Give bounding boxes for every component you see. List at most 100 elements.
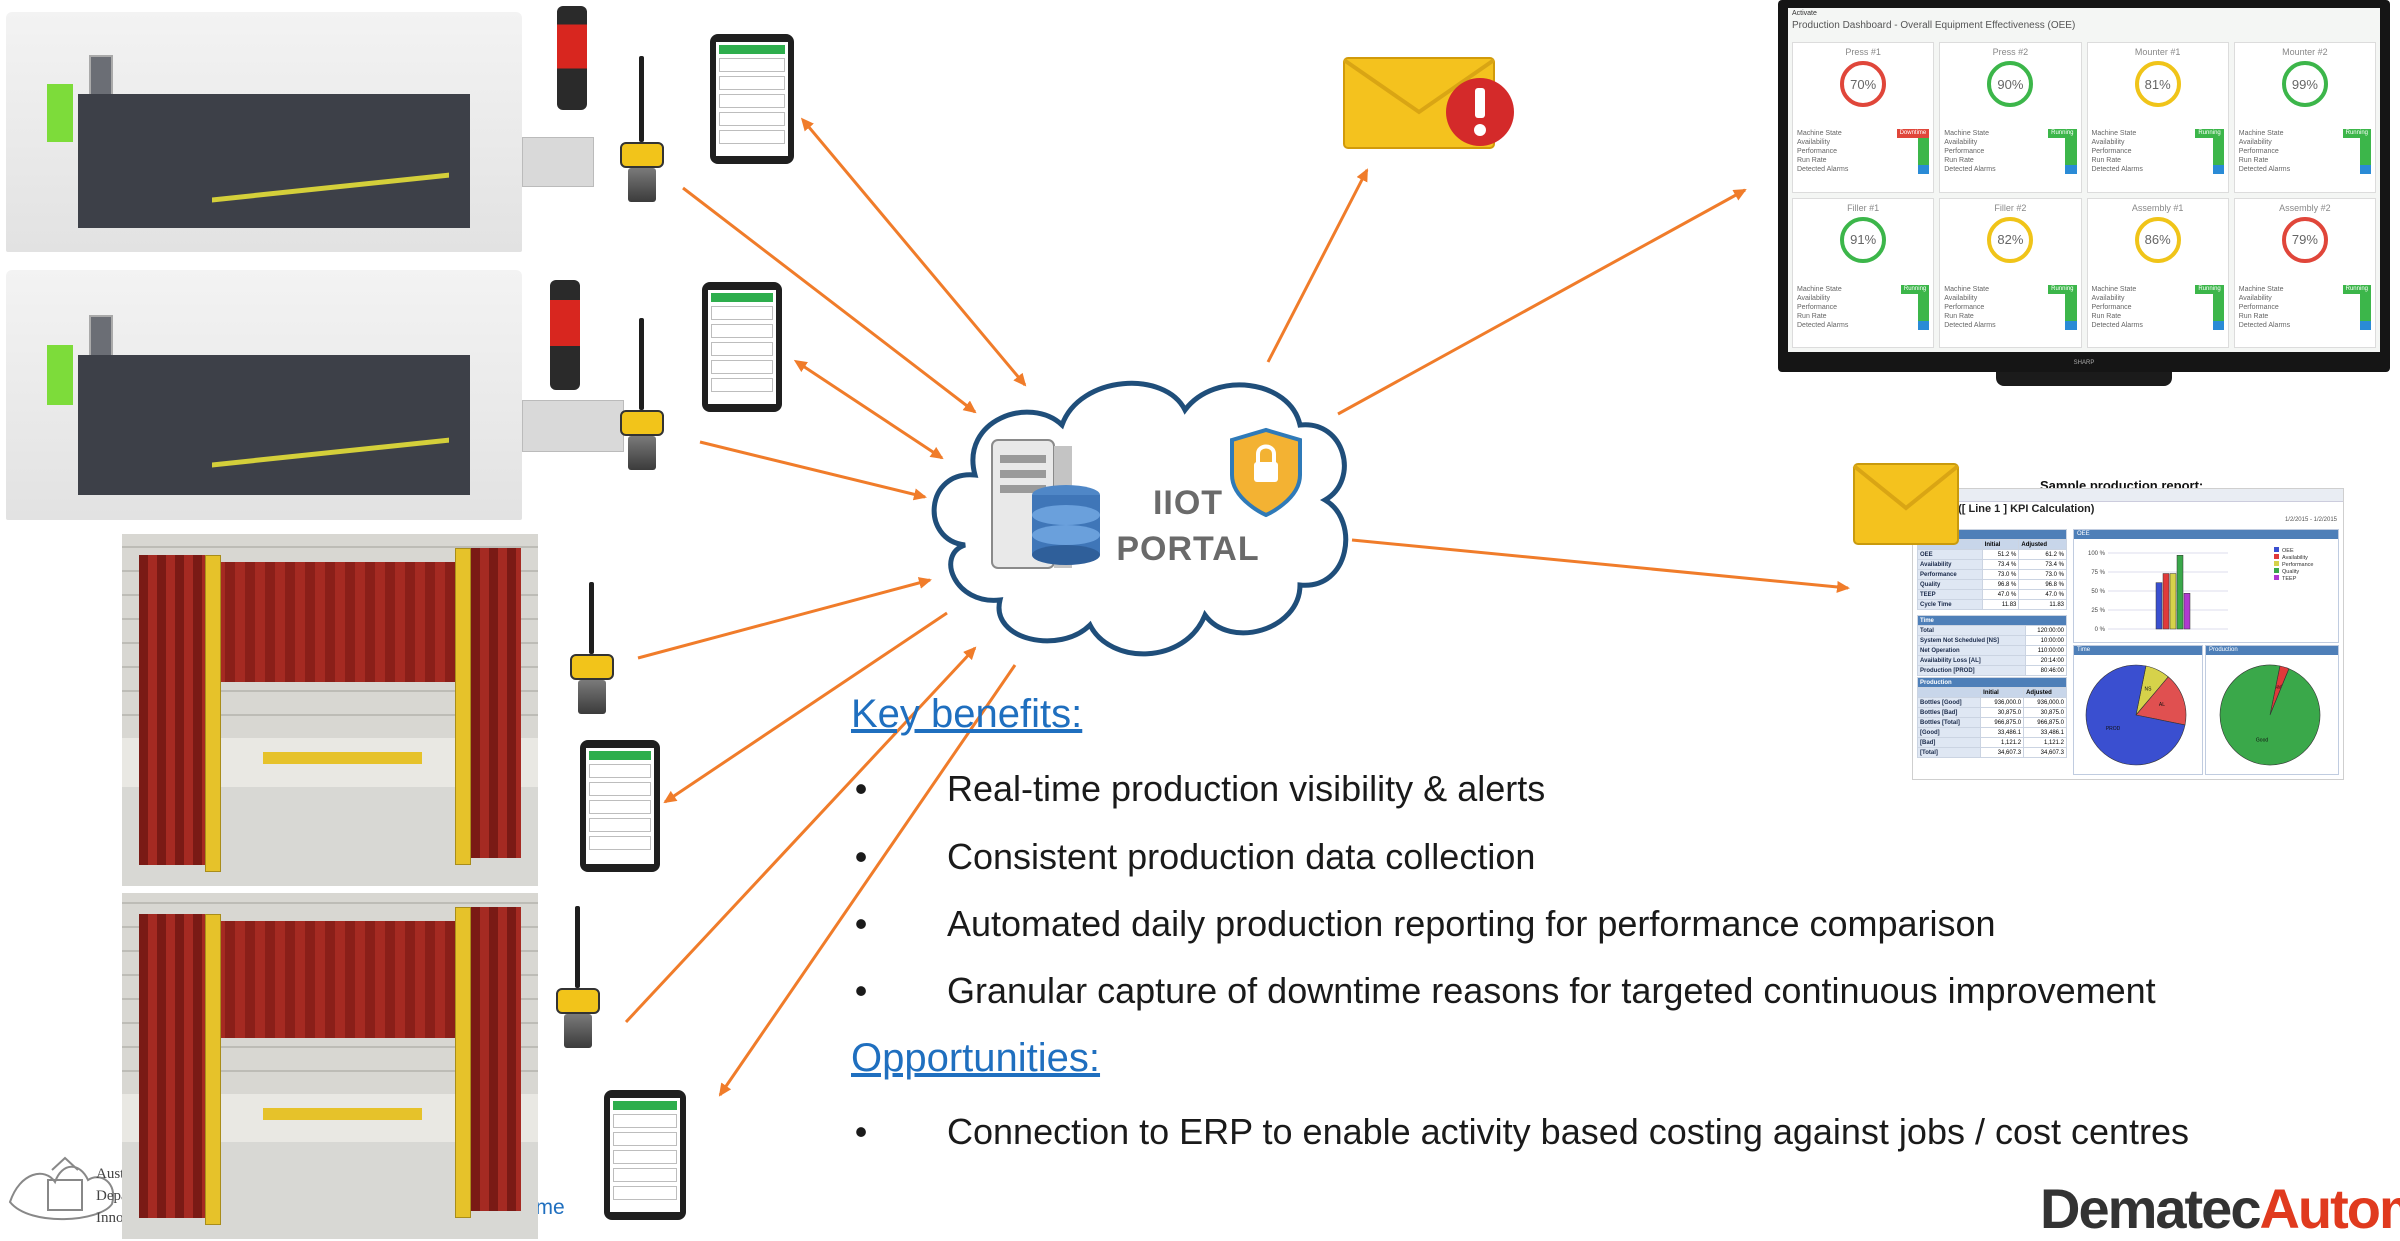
metric-badge: Running	[2048, 284, 2077, 294]
oee-gauge: 99%	[2281, 61, 2328, 107]
table-cell: 73.4 %	[1981, 559, 2020, 570]
table-cell: 96.8 %	[1981, 579, 2020, 590]
benefit-text: Automated daily production reporting for…	[947, 903, 1996, 944]
pie-label: Bad	[2274, 685, 2283, 691]
table-cell: [Total]	[1916, 747, 1982, 758]
company-logo: DematecAutomat	[2040, 1176, 2400, 1241]
government-line-1: Aust	[96, 1166, 125, 1182]
dashboard-monitor: Activate Production Dashboard - Overall …	[1778, 0, 2390, 386]
database-icon	[1032, 485, 1100, 565]
table-cell: 936,000.0	[1980, 697, 2025, 708]
table-cell: Production [PROD]	[1916, 665, 2027, 676]
metric-label: Run Rate	[1797, 312, 1827, 320]
metric-badge: Running	[2048, 129, 2077, 138]
opportunities-heading: Opportunities:	[851, 1036, 1101, 1080]
pie-slice	[2085, 664, 2186, 766]
tablet-icon	[710, 34, 794, 164]
logo-part-2: Automat	[2259, 1177, 2400, 1240]
tablet-icon	[580, 740, 660, 872]
table-cell: Cycle Time	[1917, 599, 1983, 610]
table-row: Availability Loss [AL]20:14:00	[1916, 655, 2067, 666]
metric-row: Availability	[1797, 293, 1930, 303]
tablet-icon	[604, 1090, 686, 1220]
machine-name: Filler #1	[1847, 202, 1880, 213]
metric-label: Run Rate	[2091, 157, 2122, 164]
metric-badge	[1918, 147, 1930, 156]
metric-row: Performance	[1944, 147, 2077, 156]
metric-row: Availability	[2239, 138, 2371, 147]
table-row: System Not Scheduled [NS]10:00:00	[1916, 635, 2067, 646]
table-cell: 20:14:00	[2025, 655, 2067, 666]
table-cell: TEEP	[1917, 589, 1983, 600]
wireless-sensor-icon	[620, 56, 664, 226]
pie-label: Good	[2256, 737, 2268, 743]
legend-swatch	[2274, 575, 2279, 580]
pie-label: NS	[2145, 686, 2153, 692]
metric-label: Detected Alarms	[2091, 166, 2143, 173]
table-cell: 11.83	[2018, 599, 2067, 610]
metric-label: Detected Alarms	[1944, 321, 1996, 329]
arrow-booth2-to-portal	[624, 646, 977, 1024]
table-header: Initial	[1980, 687, 2025, 698]
padlock-shield-icon	[1230, 427, 1302, 518]
metric-label: Availability	[1944, 294, 1978, 302]
table-cell: 966,875.0	[2023, 717, 2067, 728]
machine-name: Filler #2	[1994, 202, 2027, 213]
stack-light-icon	[550, 280, 580, 390]
wireless-sensor-icon	[620, 318, 664, 494]
table-cell: [Good]	[1916, 727, 1982, 738]
metric-row: Run Rate	[2239, 156, 2371, 165]
oee-gauge: 70%	[1840, 61, 1887, 107]
table-row: Production [PROD]80:46:00	[1916, 665, 2067, 676]
envelope-icon	[1852, 463, 1960, 545]
y-tick-label: 25 %	[2091, 608, 2105, 614]
arrow-portal-to-tablet4	[718, 664, 1017, 1097]
oee-gauge: 82%	[1987, 216, 2034, 263]
metric-label: Availability	[1944, 139, 1978, 146]
laser-cutter-machine-1	[6, 12, 594, 252]
legend-label: TEEP	[2282, 576, 2297, 582]
metric-badge	[1918, 156, 1930, 165]
pie-slice	[2135, 676, 2187, 726]
machine-name: Press #1	[1845, 47, 1881, 57]
bullet-icon: •	[854, 903, 868, 944]
arrow-booth1-to-portal	[637, 577, 932, 660]
metric-badge: Running	[1900, 284, 1930, 294]
metric-label: Run Rate	[2238, 157, 2269, 164]
metric-row: Performance	[1797, 302, 1930, 312]
table-cell: 73.0 %	[1981, 569, 2020, 580]
metric-label: Availability	[2091, 139, 2125, 146]
metric-row: Performance	[2092, 147, 2224, 156]
metric-row: Run Rate	[2092, 156, 2224, 165]
portal-label-line1: IIOT	[1152, 484, 1224, 522]
metric-badge	[2065, 147, 2077, 156]
bullet-icon: •	[854, 1111, 868, 1152]
metric-row: Availability	[1944, 138, 2077, 147]
y-tick-label: 100 %	[2088, 551, 2106, 557]
y-tick-label: 50 %	[2091, 589, 2105, 595]
table-cell: 34,607.3	[2023, 747, 2067, 758]
metric-label: Availability	[2238, 294, 2272, 302]
table-cell: 33,486.1	[2023, 727, 2067, 738]
government-line-3: Inno	[96, 1210, 124, 1226]
metric-label: Performance	[2238, 148, 2279, 155]
